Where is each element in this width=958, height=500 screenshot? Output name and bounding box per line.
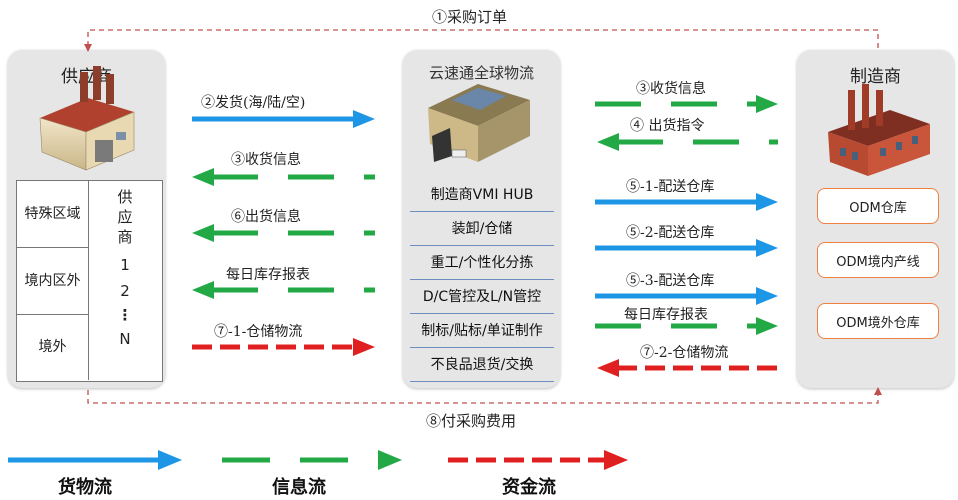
- label-daily-inventory-right: 每日库存报表: [624, 307, 708, 323]
- odm-overseas-warehouse-box: ODM境外仓库: [817, 303, 939, 339]
- label-shipment-info: ⑥出货信息: [231, 209, 301, 225]
- label-deliver-2: ⑤-2-配送仓库: [626, 225, 715, 241]
- manufacturer-factory-icon: [828, 84, 930, 176]
- label-purchase-payment: ⑧付采购费用: [426, 412, 517, 430]
- label-storage-logistics-2: ⑦-2-仓储物流: [640, 345, 729, 361]
- arrow-shipping-instruction: [597, 133, 778, 151]
- supplier-char-3: 商: [117, 228, 133, 246]
- manufacturer-title: 制造商: [850, 67, 901, 87]
- odm-warehouse-box: ODM仓库: [817, 188, 939, 224]
- arrow-daily-inventory-right: [595, 317, 778, 335]
- hub-title: 云速通全球物流: [428, 64, 534, 82]
- label-daily-inventory-left: 每日库存报表: [226, 267, 310, 283]
- hub-warehouse-icon: [428, 84, 530, 162]
- arrow-storage-logistics-1: [192, 338, 375, 356]
- supplier-num-1: 1: [120, 256, 130, 274]
- supplier-num-2: 2: [120, 282, 130, 300]
- label-ship-goods: ②发货(海/陆/空): [201, 95, 306, 111]
- hub-item-sorting: 重工/个性化分拣: [410, 249, 554, 280]
- odm-domestic-line-box: ODM境内产线: [817, 242, 939, 278]
- supplier-char-1: 供: [117, 188, 133, 206]
- arrow-deliver-3: [595, 287, 778, 305]
- arrow-ship-goods: [192, 110, 375, 128]
- legend-goods-label: 货物流: [58, 477, 112, 498]
- legend-money-arrow: [448, 450, 628, 470]
- legend-info-label: 信息流: [272, 477, 326, 498]
- legend-info-arrow: [222, 450, 402, 470]
- top-order-arrowhead: [84, 44, 92, 52]
- arrow-storage-logistics-2: [597, 359, 778, 377]
- label-receipt-info-right: ③收货信息: [636, 81, 706, 97]
- supplier-factory-icon: [39, 66, 135, 171]
- label-deliver-1: ⑤-1-配送仓库: [626, 179, 715, 195]
- hub-item-labeling: 制标/贴标/单证制作: [410, 317, 554, 348]
- label-purchase-order: ①采购订单: [432, 8, 508, 26]
- supplier-char-2: 应: [117, 208, 133, 226]
- arrow-receipt-info-right: [595, 95, 778, 113]
- arrow-shipment-info: [192, 224, 375, 242]
- label-deliver-3: ⑤-3-配送仓库: [626, 273, 715, 289]
- label-receipt-info-left: ③收货信息: [231, 152, 301, 168]
- arrow-deliver-1: [595, 193, 778, 211]
- arrow-daily-inventory-left: [192, 281, 375, 299]
- region-special: 特殊区域: [17, 181, 89, 248]
- label-storage-logistics-1: ⑦-1-仓储物流: [214, 324, 303, 340]
- supplier-region-table: 特殊区域 境内区外 境外 供 应 商 1 2 ⋮ N: [16, 180, 163, 382]
- supplier-num-n: N: [119, 330, 131, 348]
- bottom-payment-arrowhead: [874, 387, 882, 395]
- hub-item-warehouse: 装卸/仓储: [410, 215, 554, 246]
- arrow-deliver-2: [595, 239, 778, 257]
- region-domestic: 境内区外: [17, 248, 89, 315]
- hub-item-dc-control: D/C管控及L/N管控: [410, 283, 554, 314]
- supplier-list: 供 应 商 1 2 ⋮ N: [89, 181, 161, 381]
- bottom-payment-loop: [87, 390, 879, 404]
- region-abroad: 境外: [17, 315, 89, 380]
- legend-money-label: 资金流: [502, 477, 556, 498]
- hub-item-vmi: 制造商VMI HUB: [410, 181, 554, 212]
- label-shipping-instruction: ④ 出货指令: [630, 118, 705, 134]
- supplier-dots: ⋮: [117, 306, 133, 324]
- top-order-loop: [87, 29, 879, 48]
- arrow-receipt-info-left: [192, 168, 375, 186]
- legend-goods-arrow: [8, 450, 182, 470]
- hub-item-returns: 不良品退货/交换: [410, 351, 554, 382]
